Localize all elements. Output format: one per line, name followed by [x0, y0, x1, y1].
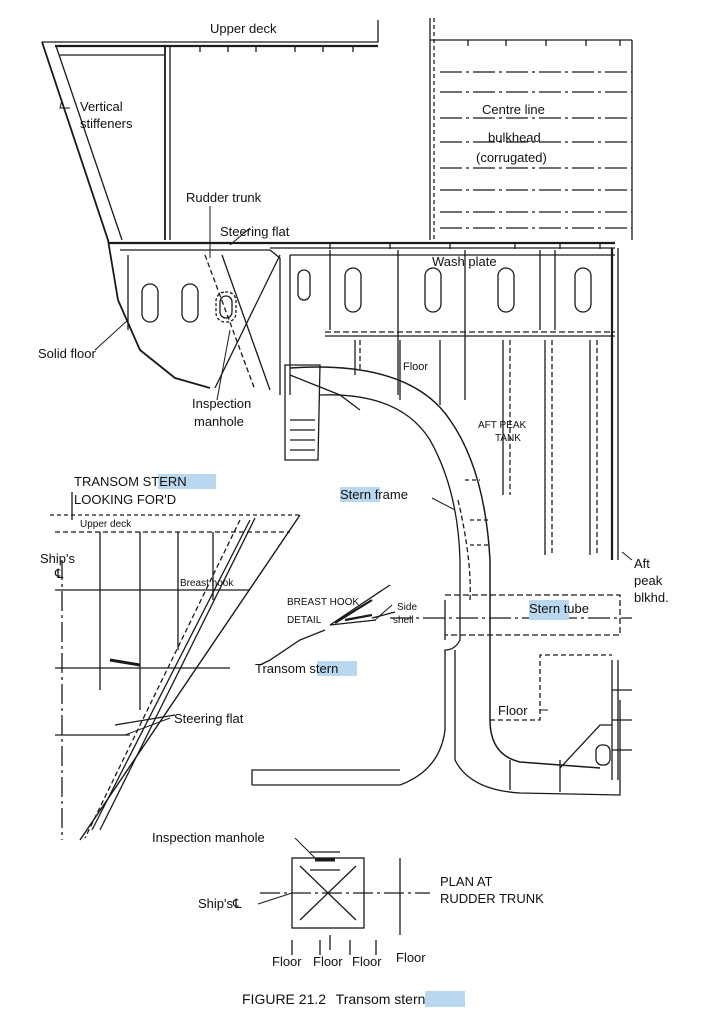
label-plan-title: PLAN AT [440, 874, 493, 889]
label-breast-hook: Breast hook [180, 578, 234, 589]
label-ships-cl: Ship's [40, 551, 76, 566]
label-solid-floor: Solid floor [38, 346, 96, 361]
label-vertical-stiffeners-2: stiffeners [80, 116, 133, 131]
label-transom-stern-title-2: LOOKING FOR'D [74, 492, 176, 507]
label-steering-flat-2: Steering flat [174, 711, 244, 726]
transom-looking-forward [50, 492, 301, 841]
diagram-labels: Upper deck Vertical stiffeners Centre li… [38, 21, 669, 969]
label-stern-tube: Stern tube [529, 601, 589, 616]
label-side-shell-2: shell [393, 615, 414, 626]
caption-highlight: stern [394, 991, 425, 1007]
stern-frame [251, 366, 632, 796]
caption-text: Transom [336, 991, 395, 1007]
label-aft-peak-bulkhead: Aft [634, 556, 650, 571]
label-breast-hook-detail-2: DETAIL [287, 615, 322, 626]
label-ships-cl-symbol: ℄ [54, 566, 64, 581]
caption-prefix: FIGURE 21.2 [242, 991, 326, 1007]
label-aft-peak-bulkhead-2: peak [634, 573, 663, 588]
stern-profile [41, 18, 633, 560]
label-floor: Floor [403, 361, 428, 373]
label-aft-peak-tank-2: TANK [495, 433, 521, 444]
label-side-shell: Side [397, 602, 417, 613]
leader-lines [59, 99, 633, 905]
label-stern-frame: Stern frame [340, 487, 408, 502]
label-plan-title-2: RUDDER TRUNK [440, 891, 544, 906]
label-ships-cl-plan: Ship's℄ [198, 896, 242, 911]
label-floor-plan-1: Floor [272, 954, 302, 969]
label-floor-right: Floor [498, 703, 528, 718]
label-floor-plan-3: Floor [352, 954, 382, 969]
label-aft-peak-bulkhead-3: blkhd. [634, 590, 669, 605]
breast-hook-detail [259, 584, 396, 666]
label-floor-plan-4: Floor [396, 950, 426, 965]
label-centre-line: Centre line [482, 102, 545, 117]
label-transom-stern: Transom stern [255, 661, 338, 676]
label-vertical-stiffeners: Vertical [80, 99, 123, 114]
label-floor-plan-2: Floor [313, 954, 343, 969]
label-upper-deck-small: Upper deck [80, 519, 132, 530]
label-inspection-manhole-plan: Inspection manhole [152, 830, 265, 845]
label-breast-hook-detail: BREAST HOOK [287, 597, 359, 608]
label-rudder-trunk: Rudder trunk [186, 190, 262, 205]
svg-text:FIGURE 21.2 Transom ster: FIGURE 21.2 Transom stern [242, 991, 425, 1007]
label-inspection-manhole: Inspection [192, 396, 251, 411]
figure-caption: FIGURE 21.2 Transom stern [242, 991, 465, 1007]
label-inspection-manhole-2: manhole [194, 414, 244, 429]
label-wash-plate: Wash plate [432, 254, 497, 269]
label-transom-stern-title: TRANSOM STERN [74, 474, 187, 489]
label-centre-line-3: (corrugated) [476, 150, 547, 165]
label-steering-flat: Steering flat [220, 224, 290, 239]
plan-at-rudder-trunk [260, 851, 430, 955]
label-centre-line-2: bulkhead [488, 130, 541, 145]
label-aft-peak-tank: AFT PEAK [478, 420, 526, 431]
label-upper-deck: Upper deck [210, 21, 277, 36]
